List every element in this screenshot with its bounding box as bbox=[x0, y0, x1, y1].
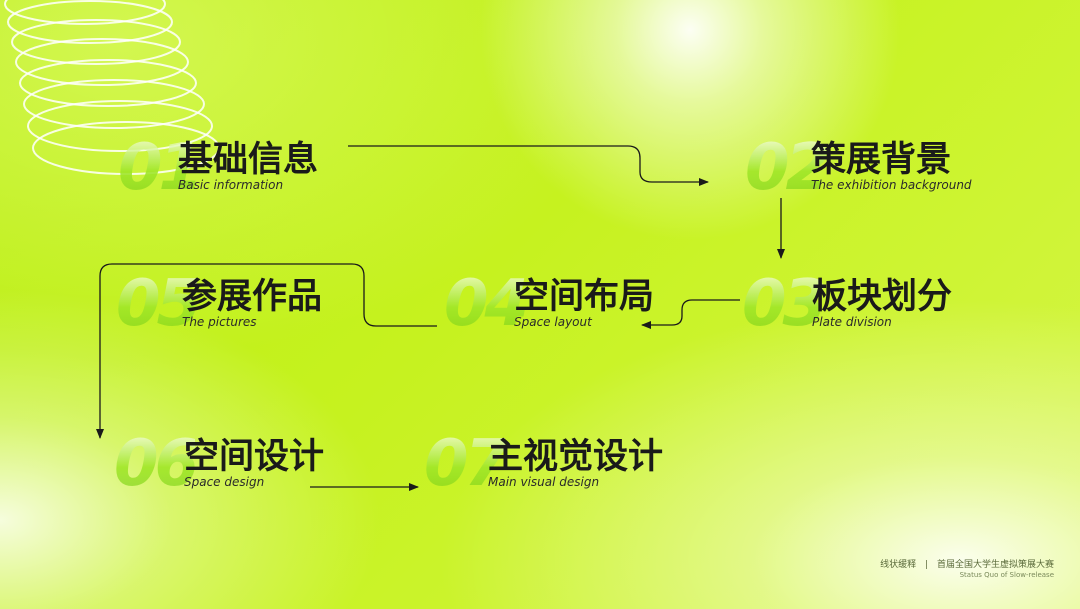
section-number: 01 bbox=[118, 131, 203, 205]
section-subtitle: Space layout bbox=[514, 315, 592, 329]
section-title: 空间布局 bbox=[514, 277, 655, 317]
section-subtitle: Plate division bbox=[812, 315, 892, 329]
section-item-06: 06 空间设计 Space design bbox=[114, 432, 354, 496]
connector-01-02 bbox=[348, 145, 709, 186]
section-title: 基础信息 bbox=[178, 140, 319, 180]
footer-left-text: 线状缓释 bbox=[880, 560, 917, 570]
section-subtitle: Main visual design bbox=[488, 475, 600, 489]
section-title: 空间设计 bbox=[184, 437, 325, 477]
section-title: 策展背景 bbox=[811, 140, 952, 180]
section-subtitle: The pictures bbox=[182, 315, 257, 329]
section-subtitle: Space design bbox=[184, 475, 265, 489]
footer-divider: | bbox=[925, 560, 929, 570]
footer-title: 线状缓释 | 首届全国大学生虚拟策展大赛 bbox=[880, 557, 1054, 570]
spiral-rings-icon bbox=[4, 0, 220, 175]
section-item-04: 04 空间布局 Space layout bbox=[444, 272, 694, 336]
section-title: 参展作品 bbox=[182, 277, 323, 317]
section-title: 板块划分 bbox=[812, 277, 953, 317]
section-number: 07 bbox=[424, 427, 509, 501]
section-item-03: 03 板块划分 Plate division bbox=[742, 272, 1002, 336]
section-item-05: 05 参展作品 The pictures bbox=[116, 272, 356, 336]
section-subtitle: Basic information bbox=[178, 178, 284, 192]
footer-right-text: 首届全国大学生虚拟策展大赛 bbox=[936, 560, 1054, 570]
section-item-01: 01 基础信息 Basic information bbox=[118, 136, 358, 200]
section-number: 06 bbox=[114, 427, 199, 501]
section-number: 04 bbox=[444, 267, 529, 341]
section-number: 02 bbox=[745, 131, 830, 205]
section-item-02: 02 策展背景 The exhibition background bbox=[745, 136, 1045, 200]
section-number: 05 bbox=[116, 267, 201, 341]
section-subtitle: The exhibition background bbox=[811, 178, 972, 192]
section-item-07: 07 主视觉设计 Main visual design bbox=[424, 432, 704, 496]
section-number: 03 bbox=[742, 267, 827, 341]
connector-03-04 bbox=[641, 299, 740, 329]
connector-04-05 bbox=[96, 263, 437, 439]
section-title: 主视觉设计 bbox=[488, 437, 664, 477]
footer-english: Status Quo of Slow-release bbox=[959, 571, 1054, 579]
